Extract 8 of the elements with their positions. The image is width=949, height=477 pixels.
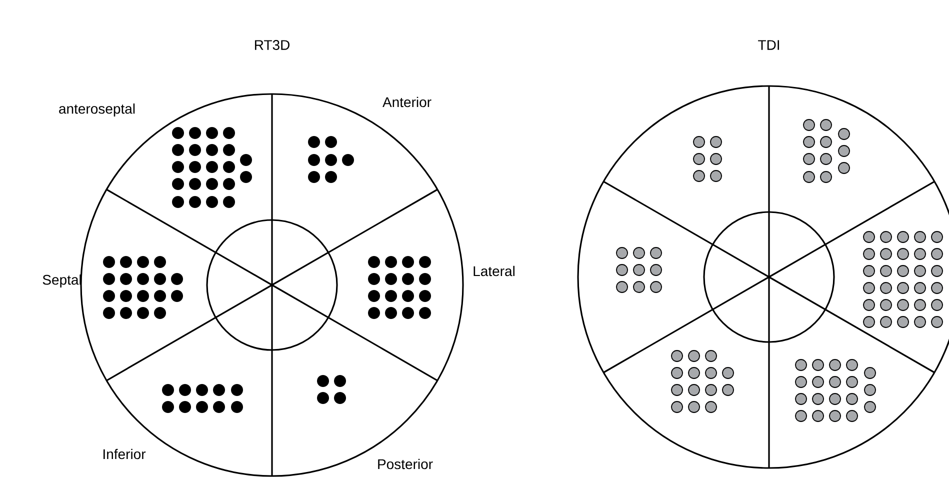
panel-title: RT3D	[255, 40, 290, 50]
segment-label: Lateral	[474, 266, 514, 276]
panel-title: TDI	[758, 40, 779, 50]
segment-label: Septal	[42, 274, 81, 288]
segment-label: Posterior	[378, 458, 433, 470]
segment-label: Inferior	[104, 448, 146, 460]
segment-label: Anterior	[382, 96, 432, 108]
segment-label: anteroseptal	[59, 103, 135, 117]
